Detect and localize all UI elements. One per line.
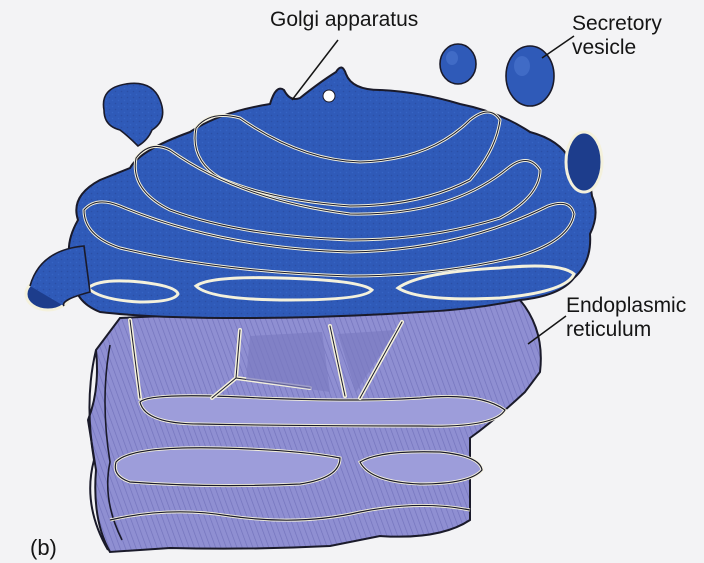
golgi-apparatus-label: Golgi apparatus xyxy=(270,8,418,32)
golgi-apparatus xyxy=(26,67,602,318)
golgi-top-pore xyxy=(323,90,335,102)
vesicle-leader-line xyxy=(542,36,574,58)
golgi-right-tube-opening xyxy=(566,132,602,192)
secretory-vesicle-small xyxy=(440,44,476,84)
endoplasmic-reticulum-label: Endoplasmic reticulum xyxy=(566,294,686,341)
endoplasmic-reticulum xyxy=(88,300,541,552)
panel-label: (b) xyxy=(30,536,57,561)
golgi-left-bud xyxy=(103,83,162,146)
secretory-vesicle-label: Secretory vesicle xyxy=(572,12,662,59)
secretory-vesicles xyxy=(440,44,554,106)
